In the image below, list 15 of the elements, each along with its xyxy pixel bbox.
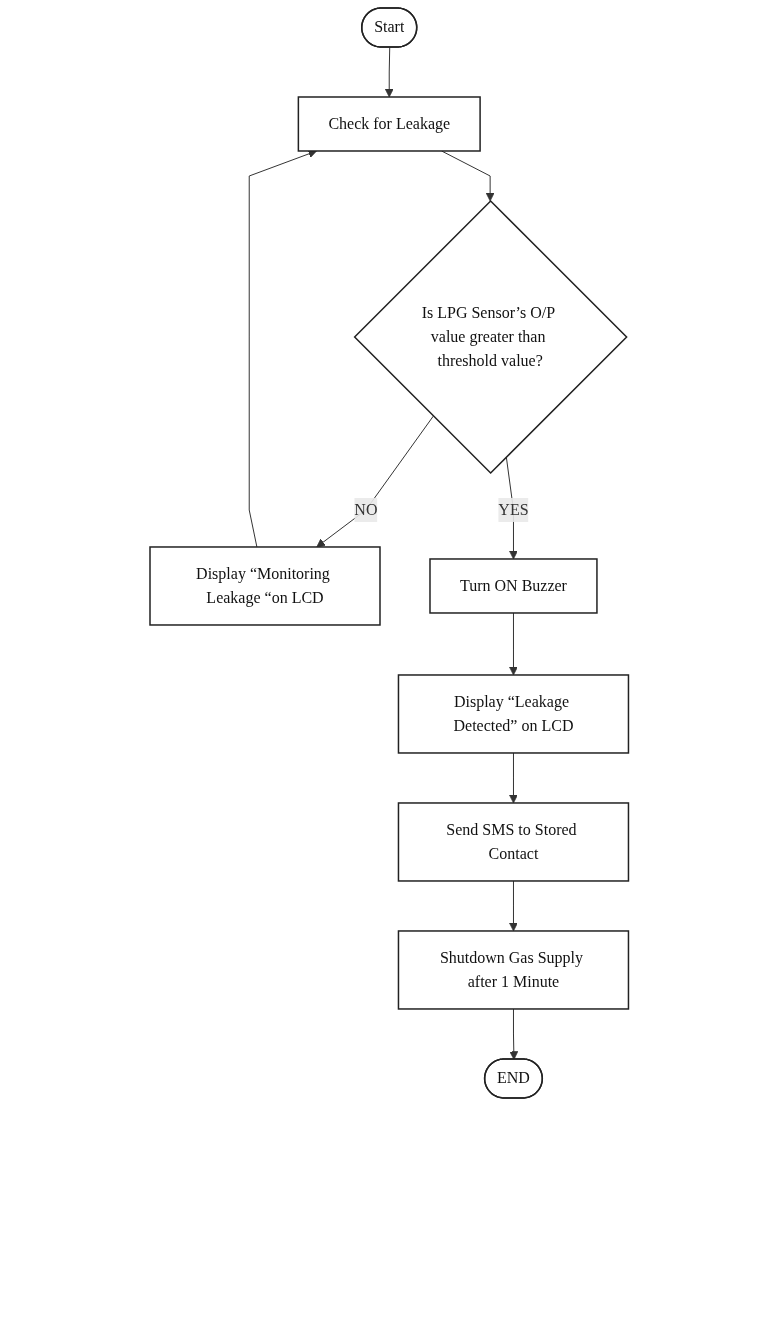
arrow bbox=[316, 415, 434, 548]
arrow bbox=[509, 1008, 518, 1060]
arrow bbox=[508, 880, 518, 932]
node-box: Turn ON Buzzer bbox=[429, 558, 598, 614]
node-box: Send SMS to Stored Contact bbox=[397, 802, 629, 882]
edge-label: NO bbox=[354, 500, 378, 518]
edge-label: YES bbox=[498, 500, 529, 518]
node-diamond: Is LPG Sensor’s O/P value greater than threshold value? bbox=[353, 199, 628, 475]
arrow bbox=[384, 47, 394, 98]
node-box: Shutdown Gas Supply after 1 Minute bbox=[397, 930, 629, 1010]
node-box: Display “Leakage Detected” on LCD bbox=[397, 674, 629, 754]
arrow bbox=[508, 612, 518, 676]
arrow bbox=[508, 752, 518, 804]
node-box: Check for Leakage bbox=[297, 96, 481, 152]
node-box: Display “Monitoring Leakage “on LCD bbox=[149, 546, 381, 626]
